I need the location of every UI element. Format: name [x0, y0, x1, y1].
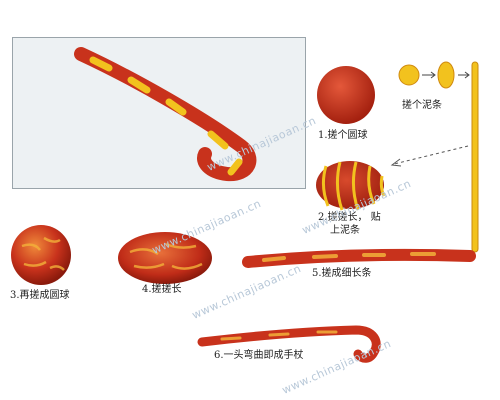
dashed-arrow	[390, 145, 469, 167]
yellow-strip-steps-image	[398, 61, 470, 89]
step2-label-line2: 上泥条	[330, 225, 360, 236]
long-yellow-strip-image	[471, 61, 479, 253]
step4-marbled-oval-image	[118, 232, 212, 284]
step2-wrapped-oval-image	[316, 161, 386, 211]
step6-label: 6.一头弯曲即成手杖	[214, 350, 304, 361]
step6-cane-image	[197, 325, 381, 363]
step4-label: 4.搓搓长	[142, 284, 182, 295]
step3-label: 3.再搓成圆球	[10, 290, 70, 301]
step3-marbled-ball-image	[11, 225, 71, 285]
step5-label: 5.搓成细长条	[312, 268, 372, 279]
step1-ball-image	[317, 66, 375, 124]
yellow-strip-label: 搓个泥条	[402, 100, 442, 111]
finished-cane-image	[74, 47, 257, 182]
finished-cane-panel	[12, 37, 306, 189]
step1-label: 1.搓个圆球	[318, 130, 368, 141]
step2-label-line1: 2.搓搓长， 贴	[318, 212, 381, 223]
step5-long-strip-image	[242, 248, 476, 268]
